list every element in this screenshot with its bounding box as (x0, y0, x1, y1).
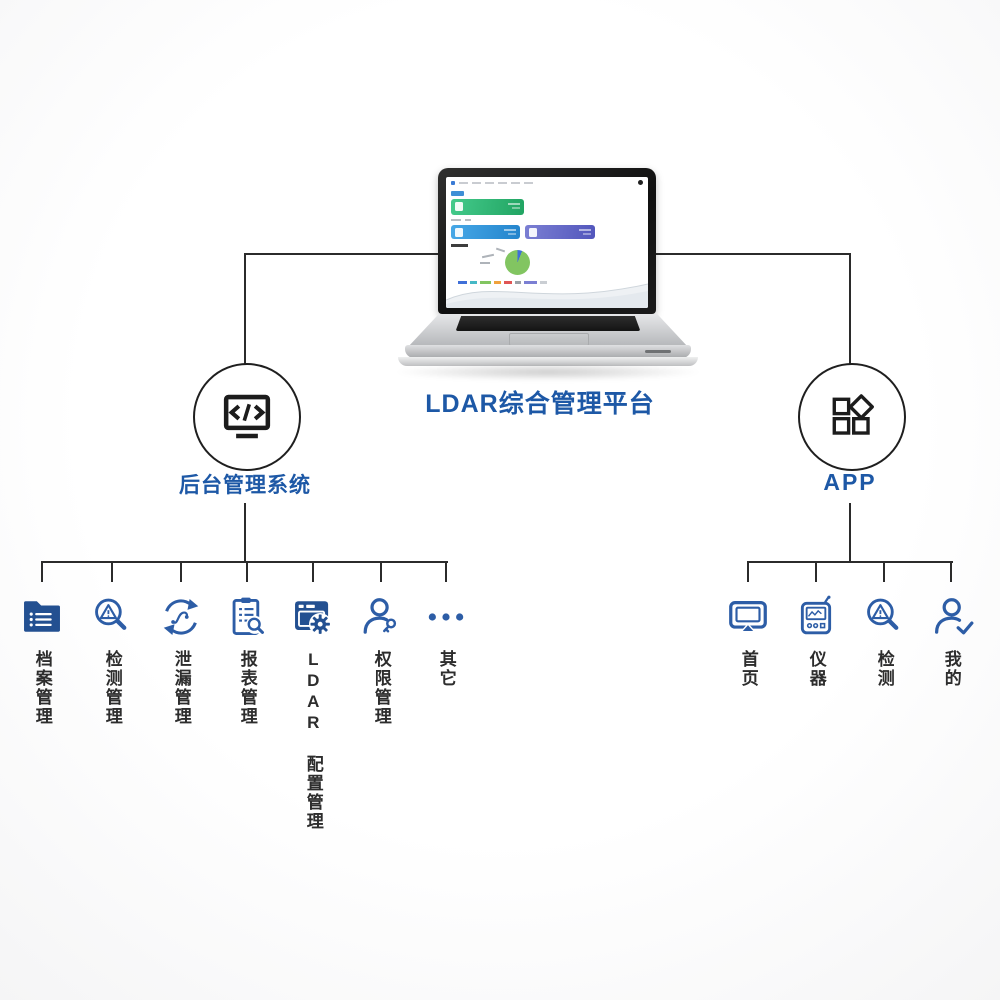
node-permission-management: 权限管理 (348, 594, 414, 726)
dashboard-card-green (451, 199, 524, 215)
drop-line (312, 561, 314, 582)
connector-left-vertical-top (244, 253, 246, 364)
node-app-home: 首页 (715, 594, 781, 688)
node-detection-management: 检测管理 (79, 594, 145, 726)
drop-line (747, 561, 749, 582)
drop-line (380, 561, 382, 582)
node-leak-management: 泄漏管理 (148, 594, 214, 726)
node-label: 其它 (436, 650, 456, 688)
connector-left-branch (42, 561, 448, 563)
card-icon (529, 228, 537, 237)
node-label: 仪器 (806, 650, 826, 688)
connector-right-branch (748, 561, 953, 563)
laptop-keyboard (455, 316, 641, 331)
node-others: 其它 (413, 594, 479, 688)
drop-line (950, 561, 952, 582)
card-icon (455, 202, 463, 211)
app-grid-icon (825, 390, 879, 444)
node-label: 检测 (874, 650, 894, 688)
node-app-instrument: 仪器 (783, 594, 849, 688)
dashboard-section-title (451, 244, 468, 247)
drop-line (445, 561, 447, 582)
drop-line (815, 561, 817, 582)
drop-line (180, 561, 182, 582)
laptop-dashboard-screen (446, 177, 648, 308)
laptop-base-notch (645, 350, 671, 353)
platform-title: LDAR综合管理平台 (425, 390, 655, 418)
node-archive-management: 档案管理 (9, 594, 75, 726)
dashboard-logo-mark (451, 180, 455, 185)
node-label: 检测管理 (102, 650, 122, 726)
node-report-management: 报表管理 (214, 594, 280, 726)
node-app-detection: 检测 (851, 594, 917, 688)
dashboard-legend (458, 281, 547, 284)
node-app-mine: 我的 (918, 594, 984, 688)
laptop-keyboard-deck (408, 314, 688, 347)
node-label: 报表管理 (237, 650, 257, 726)
laptop-base (405, 345, 691, 358)
drop-line (41, 561, 43, 582)
connector-left-vertical-mid (244, 503, 246, 562)
app-hub-circle (798, 363, 906, 471)
node-label: 权限管理 (371, 650, 391, 726)
dashboard-text-row (451, 219, 471, 221)
dashboard-card-blue (451, 225, 520, 239)
node-label: 泄漏管理 (171, 650, 191, 726)
dashboard-wave-decoration (446, 283, 648, 308)
drop-line (246, 561, 248, 582)
connector-right-horizontal (655, 253, 851, 255)
code-monitor-icon (218, 388, 276, 446)
connector-right-vertical-mid (849, 503, 851, 562)
drop-line (111, 561, 113, 582)
dashboard-avatar (638, 180, 643, 185)
node-ldar-config-management: LDAR 配置管理 (280, 594, 346, 831)
node-label: LDAR 配置管理 (303, 650, 323, 831)
backend-hub-label: 后台管理系统 (179, 474, 311, 497)
node-label: 首页 (738, 650, 758, 688)
connector-right-vertical-top (849, 253, 851, 364)
dashboard-pie-chart (505, 250, 530, 275)
laptop-bezel (438, 168, 656, 314)
laptop-base-lip (398, 357, 698, 366)
app-hub-label: APP (823, 469, 877, 495)
node-label: 档案管理 (32, 650, 52, 726)
drop-line (883, 561, 885, 582)
connector-left-horizontal (244, 253, 440, 255)
dashboard-card-purple (525, 225, 595, 239)
card-icon (455, 228, 463, 237)
dashboard-button (451, 191, 464, 196)
node-label: 我的 (941, 650, 961, 688)
backend-hub-circle (193, 363, 301, 471)
laptop-shadow (388, 363, 708, 381)
dashboard-navbar (446, 177, 648, 188)
